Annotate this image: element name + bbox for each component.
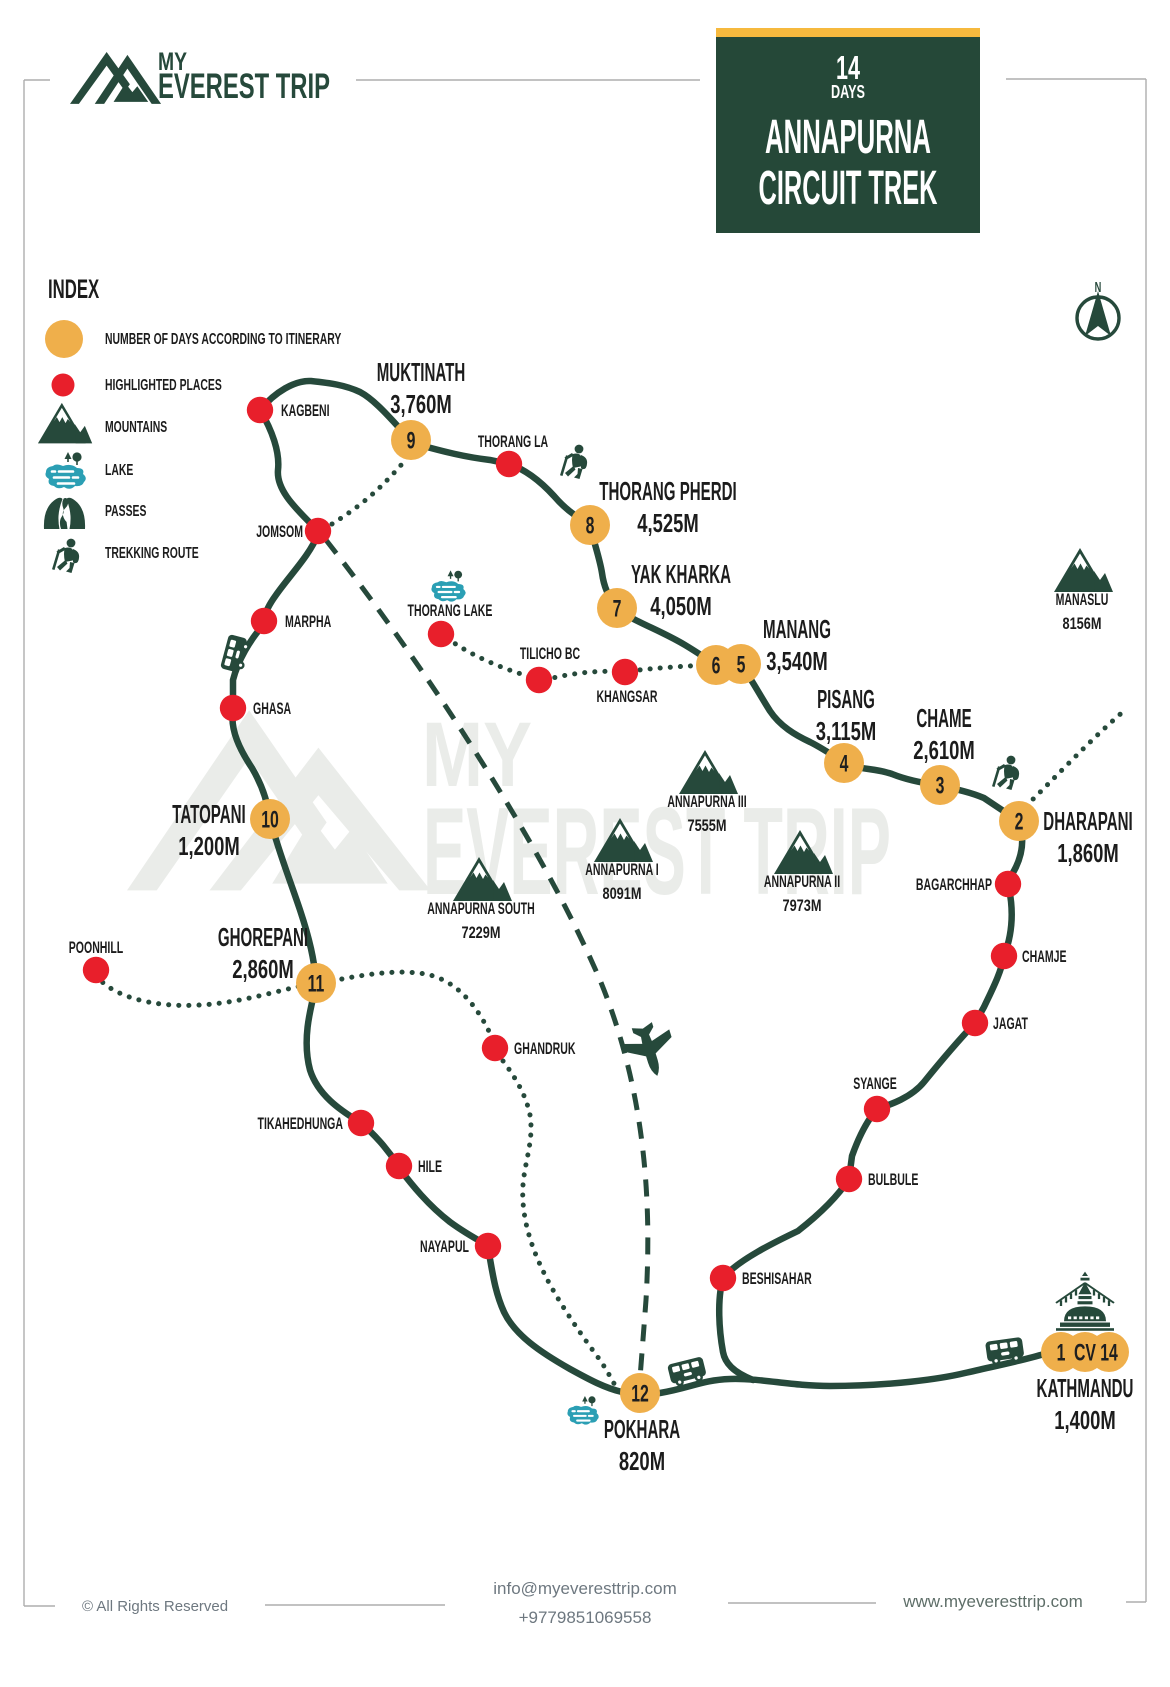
svg-text:1: 1 [1057,1340,1066,1367]
svg-text:ANNAPURNA III: ANNAPURNA III [667,792,746,811]
svg-text:820M: 820M [619,1446,665,1476]
svg-text:MOUNTAINS: MOUNTAINS [105,419,167,436]
svg-text:7973M: 7973M [783,896,822,915]
svg-text:BESHISAHAR: BESHISAHAR [742,1269,812,1288]
svg-text:EVEREST TRIP: EVEREST TRIP [158,67,330,106]
svg-text:14: 14 [1100,1340,1118,1367]
svg-text:4: 4 [840,751,849,778]
svg-text:MUKTINATH: MUKTINATH [377,357,466,387]
svg-text:8: 8 [586,513,595,540]
svg-text:CHAME: CHAME [916,703,971,733]
svg-text:ANNAPURNA II: ANNAPURNA II [764,872,840,891]
svg-text:3,760M: 3,760M [390,389,452,419]
svg-text:KATHMANDU: KATHMANDU [1037,1373,1134,1403]
svg-text:GHOREPANI: GHOREPANI [218,922,308,952]
svg-text:1,860M: 1,860M [1057,838,1119,868]
svg-text:CIRCUIT TREK: CIRCUIT TREK [759,162,938,215]
svg-text:CV: CV [1074,1340,1096,1367]
svg-text:8156M: 8156M [1063,614,1102,633]
svg-text:MANASLU: MANASLU [1056,590,1109,609]
svg-text:6: 6 [712,653,721,680]
svg-text:YAK KHARKA: YAK KHARKA [631,559,731,589]
svg-text:GHASA: GHASA [253,699,291,718]
svg-text:9: 9 [407,428,416,455]
svg-text:HIGHLIGHTED PLACES: HIGHLIGHTED PLACES [105,377,222,394]
svg-text:N: N [1095,279,1102,296]
svg-text:INDEX: INDEX [48,274,99,304]
svg-text:ANNAPURNA I: ANNAPURNA I [585,860,658,879]
svg-text:5: 5 [737,652,746,679]
svg-text:7555M: 7555M [688,816,727,835]
svg-text:12: 12 [631,1381,649,1408]
svg-text:BAGARCHHAP: BAGARCHHAP [916,875,992,894]
svg-text:TIKAHEDHUNGA: TIKAHEDHUNGA [258,1114,344,1133]
svg-text:KAGBENI: KAGBENI [281,401,330,420]
svg-text:3,540M: 3,540M [766,646,828,676]
svg-text:JAGAT: JAGAT [993,1014,1028,1033]
svg-text:HILE: HILE [418,1157,442,1176]
svg-text:+9779851069558: +9779851069558 [519,1608,652,1627]
svg-text:BULBULE: BULBULE [868,1170,918,1189]
svg-text:10: 10 [261,807,279,834]
svg-text:14: 14 [836,49,860,86]
svg-text:2,860M: 2,860M [232,954,294,984]
svg-text:7229M: 7229M [462,923,501,942]
svg-text:POKHARA: POKHARA [604,1414,680,1444]
svg-text:4,525M: 4,525M [637,508,699,538]
svg-text:CHAMJE: CHAMJE [1022,947,1067,966]
svg-text:LAKE: LAKE [105,462,134,479]
svg-text:ANNAPURNA: ANNAPURNA [765,111,931,164]
svg-text:8091M: 8091M [603,884,642,903]
svg-text:info@myeveresttrip.com: info@myeveresttrip.com [493,1579,677,1598]
svg-text:1,200M: 1,200M [178,831,240,861]
svg-text:www.myeveresttrip.com: www.myeveresttrip.com [902,1592,1082,1611]
svg-text:POONHILL: POONHILL [69,938,124,957]
svg-text:1,400M: 1,400M [1054,1405,1116,1435]
svg-text:3: 3 [936,773,945,800]
svg-text:TILICHO BC: TILICHO BC [520,644,580,663]
svg-text:KHANGSAR: KHANGSAR [597,687,658,706]
svg-text:7: 7 [613,596,622,623]
svg-text:© All Rights Reserved: © All Rights Reserved [82,1598,228,1615]
svg-text:PISANG: PISANG [817,684,875,714]
svg-text:ANNAPURNA SOUTH: ANNAPURNA SOUTH [427,899,534,918]
svg-text:MARPHA: MARPHA [285,612,331,631]
svg-text:MANANG: MANANG [763,614,831,644]
svg-text:4,050M: 4,050M [650,591,712,621]
svg-text:2: 2 [1015,809,1024,836]
svg-text:SYANGE: SYANGE [853,1074,897,1093]
svg-text:THORANG PHERDI: THORANG PHERDI [599,476,736,506]
svg-text:3,115M: 3,115M [816,716,877,746]
svg-text:TATOPANI: TATOPANI [172,799,246,829]
svg-text:JOMSOM: JOMSOM [256,522,303,541]
svg-text:DAYS: DAYS [831,82,865,102]
svg-text:NAYAPUL: NAYAPUL [420,1237,469,1256]
svg-text:DHARAPANI: DHARAPANI [1043,806,1132,836]
svg-text:2,610M: 2,610M [913,735,975,765]
svg-text:NUMBER OF DAYS ACCORDING TO IT: NUMBER OF DAYS ACCORDING TO ITINERARY [105,331,342,348]
svg-text:THORANG LA: THORANG LA [478,432,548,451]
svg-text:THORANG LAKE: THORANG LAKE [408,601,493,620]
svg-text:PASSES: PASSES [105,503,147,520]
svg-text:GHANDRUK: GHANDRUK [514,1039,576,1058]
svg-text:MY: MY [158,48,187,76]
svg-text:TREKKING ROUTE: TREKKING ROUTE [105,545,199,562]
svg-text:11: 11 [308,971,325,998]
